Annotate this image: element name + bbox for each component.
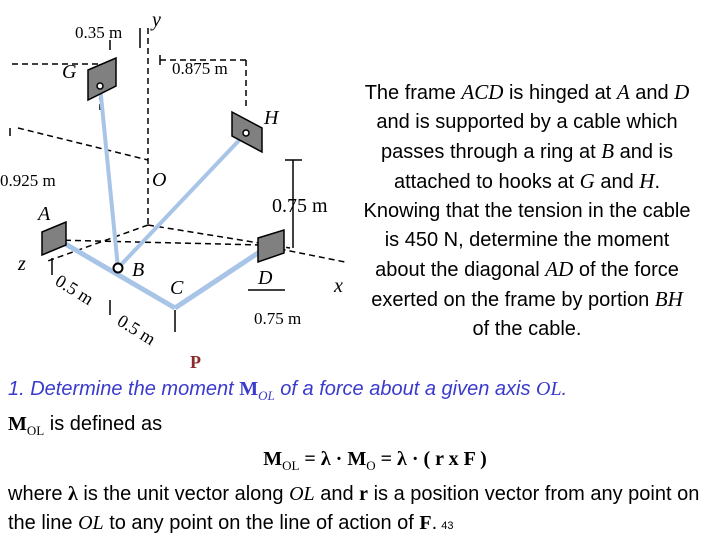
step-text: .: [561, 378, 568, 400]
problem-symbol: AD: [545, 257, 574, 281]
z-axis-label: z: [17, 253, 26, 275]
cable: [98, 85, 248, 270]
frame-diagram: 0.35 m y G 0.875 m H 0.925 m O 0.75 m A …: [0, 9, 346, 372]
problem-text: and is attached to hooks at: [393, 141, 673, 193]
moment-symbol: M: [239, 378, 259, 400]
problem-symbol: A: [616, 80, 630, 104]
step-explanation: where λ is the unit vector along OL and …: [8, 480, 712, 541]
formula-part: M: [263, 448, 283, 470]
problem-symbol: D: [674, 80, 690, 104]
problem-symbol: H: [639, 169, 655, 193]
hook-H: [231, 110, 263, 154]
dim-0.75-horizontal-label: 0.75 m: [254, 309, 301, 328]
dim-0.5-right-label: 0.5 m: [114, 310, 159, 349]
page-number: 43: [441, 520, 454, 532]
step-heading: 1. Determine the moment MOL of a force a…: [8, 375, 712, 410]
step-text: where: [8, 483, 69, 505]
step-text: 1. Determine the moment: [8, 378, 240, 400]
axis-symbol: OL: [289, 483, 315, 505]
vector-r-symbol: r: [359, 483, 369, 505]
hinge-D: [257, 228, 285, 264]
problem-symbol: BH: [654, 287, 683, 311]
point-P-label: P: [190, 352, 201, 372]
dim-0.75-vertical-label: 0.75 m: [272, 195, 328, 217]
problem-statement: The frame ACD is hinged at A and D and i…: [362, 78, 692, 344]
problem-text: of the force exerted on the frame by por…: [371, 259, 679, 311]
problem-symbol: B: [601, 139, 615, 163]
point-A-label: A: [36, 203, 51, 225]
ring-B: [112, 262, 124, 274]
step-text: of a force about a given axis: [274, 378, 537, 400]
formula-part: = λ · ( r x F ): [375, 448, 487, 470]
point-D-label: D: [257, 267, 273, 289]
problem-text: The frame: [364, 82, 462, 104]
vector-F-symbol: F: [419, 512, 432, 534]
point-C-label: C: [170, 277, 184, 299]
moment-subscript: OL: [26, 423, 45, 438]
x-axis-label: x: [333, 275, 343, 297]
lambda-symbol: λ: [68, 483, 78, 505]
solution-step: 1. Determine the moment MOL of a force a…: [8, 375, 712, 541]
point-H-label: H: [263, 107, 280, 129]
step-text: is the unit vector along: [77, 483, 290, 505]
problem-text: and: [629, 82, 675, 104]
y-axis-label: y: [150, 9, 161, 31]
point-B-label: B: [132, 259, 144, 281]
step-text: and: [314, 483, 360, 505]
problem-text: of the cable.: [472, 318, 582, 340]
point-G-label: G: [62, 61, 77, 83]
axis-symbol: OL: [78, 512, 104, 534]
problem-symbol: ACD: [461, 80, 504, 104]
dim-0.5-left-label: 0.5 m: [52, 270, 97, 309]
hook-G: [87, 56, 117, 102]
formula-subscript: O: [366, 458, 376, 473]
problem-text: and: [594, 171, 640, 193]
moment-subscript: OL: [258, 388, 275, 403]
step-text: is defined as: [44, 413, 163, 435]
frame-ACD: [48, 232, 272, 311]
step-text: to any point on the line of action of: [103, 512, 420, 534]
point-O-label: O: [152, 169, 166, 191]
dimension-marks: [9, 28, 302, 332]
problem-text: is hinged at: [503, 82, 617, 104]
hinge-A: [41, 220, 67, 257]
formula-subscript: OL: [282, 458, 300, 473]
problem-text: and is supported by a cable which passes…: [376, 111, 678, 163]
moment-formula: MOL = λ · MO = λ · ( r x F ): [8, 445, 712, 480]
step-text: is a position vector from any point on t…: [8, 483, 700, 534]
dim-0.35-label: 0.35 m: [75, 23, 122, 42]
step-definition: MOL is defined as: [8, 410, 712, 445]
axis-symbol: OL: [536, 378, 562, 400]
dim-0.925-label: 0.925 m: [0, 171, 56, 190]
moment-symbol: M: [8, 413, 27, 435]
problem-text: . Knowing that the tension in the cable …: [363, 171, 691, 281]
dim-0.875-label: 0.875 m: [172, 59, 228, 78]
formula-part: = λ · M: [299, 448, 367, 470]
step-text: .: [431, 512, 438, 534]
problem-symbol: G: [579, 169, 595, 193]
